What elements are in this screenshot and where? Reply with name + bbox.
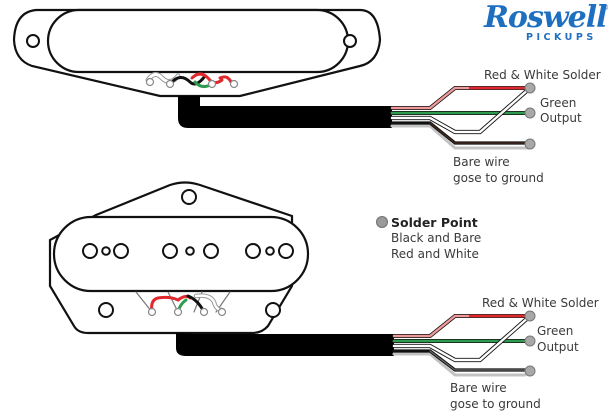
solder-point-icon [376, 216, 388, 228]
bridge-cable [176, 333, 394, 356]
neck-output-wires [389, 85, 533, 150]
bridge-label-bare-1: Bare wire [450, 381, 507, 395]
bridge-bare-wire [392, 352, 527, 377]
neck-cover [46, 8, 350, 74]
legend-line-1: Black and Bare [391, 231, 482, 245]
bridge-label-output: Output [537, 340, 579, 354]
neck-mount-hole-left [26, 34, 40, 48]
bridge-output-wires [391, 313, 533, 377]
bridge-solder-point-red-white [524, 310, 536, 322]
neck-label-green: Green [540, 96, 577, 110]
neck-mount-hole-right [343, 34, 357, 48]
bridge-solder-point-ground [524, 365, 536, 377]
neck-solder-point-red-white [524, 82, 536, 94]
legend-line-2: Red and White [391, 247, 479, 261]
neck-solder-point-ground [524, 138, 536, 150]
bridge-label-red-white: Red & White Solder [482, 296, 599, 310]
bridge-solder-point-green [524, 335, 536, 347]
bridge-pickup [48, 181, 536, 377]
legend-title: Solder Point [391, 215, 478, 230]
bridge-mount-hole-left [98, 302, 114, 318]
legend: Solder Point [376, 215, 478, 231]
logo-registered-mark: ® [602, 4, 609, 12]
logo-brand: Roswell [484, 0, 608, 35]
neck-solder-point-green [524, 107, 536, 119]
neck-label-bare-1: Bare wire [453, 155, 510, 169]
neck-internal-leads [145, 72, 239, 89]
bridge-mount-hole-right [265, 302, 281, 318]
bridge-pole-pieces [82, 243, 294, 259]
neck-label-output: Output [540, 111, 582, 125]
neck-label-red-white: Red & White Solder [484, 68, 601, 82]
neck-bare-wire [390, 124, 532, 150]
bridge-internal-leads [135, 291, 231, 317]
bridge-label-bare-2: gose to ground [450, 397, 541, 411]
bridge-label-green: Green [537, 324, 574, 338]
neck-label-bare-2: gose to ground [453, 171, 544, 185]
bridge-cover [52, 215, 310, 293]
neck-pickup [12, 8, 536, 150]
logo-subtitle: PICKUPS [526, 32, 597, 43]
roswell-logo: Roswell ® PICKUPS [478, 0, 613, 48]
bridge-top-mount-hole [181, 189, 197, 205]
neck-cable [178, 96, 392, 128]
